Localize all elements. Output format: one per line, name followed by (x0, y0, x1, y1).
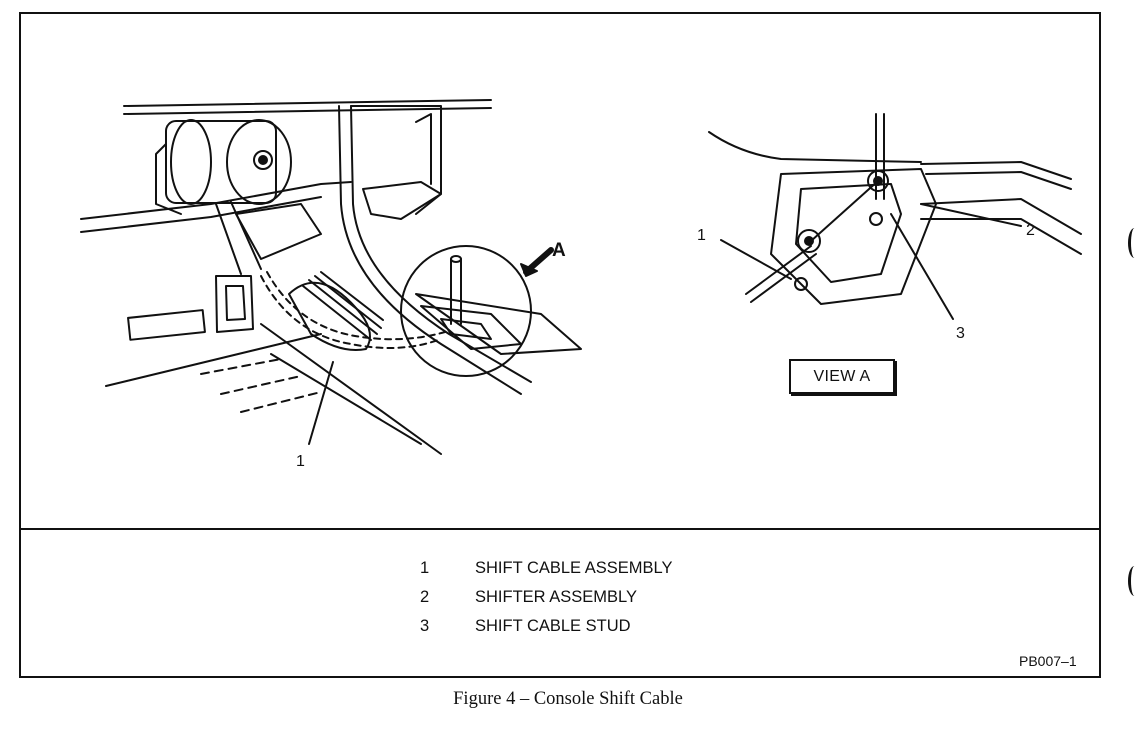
figure-frame (19, 12, 1101, 678)
callout-1-view-a: 1 (697, 227, 706, 244)
callout-3-view-a: 3 (956, 325, 965, 342)
binding-hole-mark (1128, 566, 1136, 596)
legend-divider (19, 528, 1101, 530)
callout-2-view-a: 2 (1026, 222, 1035, 239)
binding-hole-mark (1128, 228, 1136, 258)
console-shift-cable-illustration (80, 99, 1082, 455)
callout-1-main: 1 (296, 453, 305, 470)
figure-code: PB007–1 (1019, 653, 1077, 669)
figure-caption: Figure 4 – Console Shift Cable (453, 689, 683, 709)
view-a-pointer-label: A (552, 240, 566, 261)
view-a-label: VIEW A (789, 359, 895, 394)
